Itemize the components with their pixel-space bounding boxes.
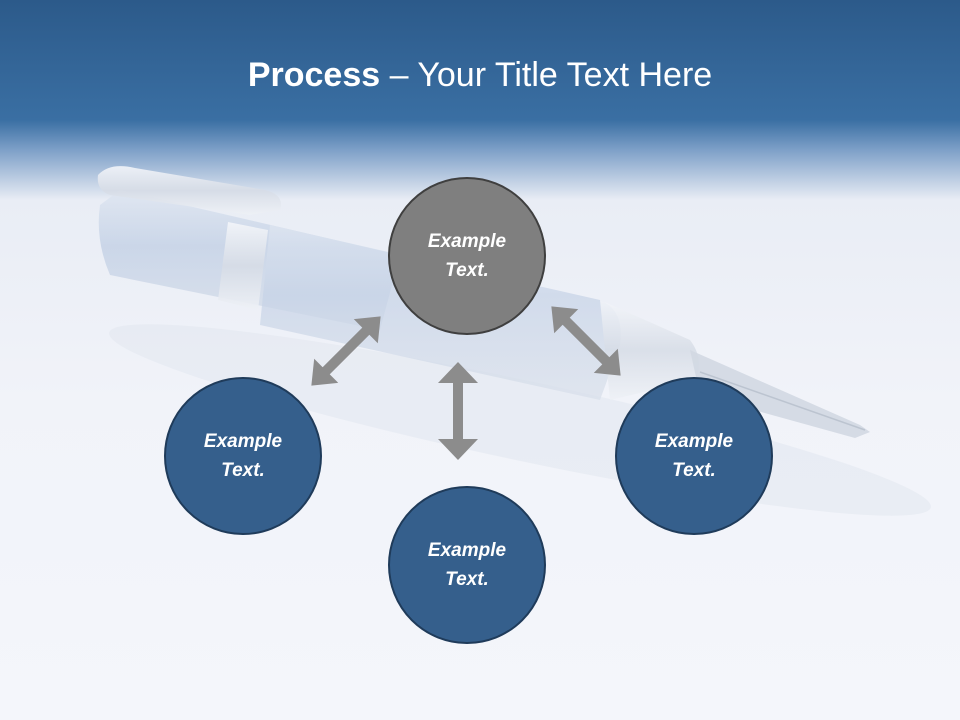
node-right-line1: Example [654,431,734,452]
node-bottom-line1: Example [427,540,507,561]
node-left-line1: Example [203,431,283,452]
arrow-top-left [311,316,381,386]
slide-title: Process – Your Title Text Here [0,54,960,96]
node-bottom-line2: Text. [445,569,489,590]
node-top-line1: Example [427,231,507,252]
title-bold: Process [247,56,381,94]
arrow-vertical [438,362,478,460]
node-right-line2: Text. [672,460,716,481]
arrow-top-right [551,306,621,376]
node-top-line2: Text. [445,260,489,281]
node-left-line2: Text. [221,460,265,481]
title-rest: – Your Title Text Here [380,56,713,94]
